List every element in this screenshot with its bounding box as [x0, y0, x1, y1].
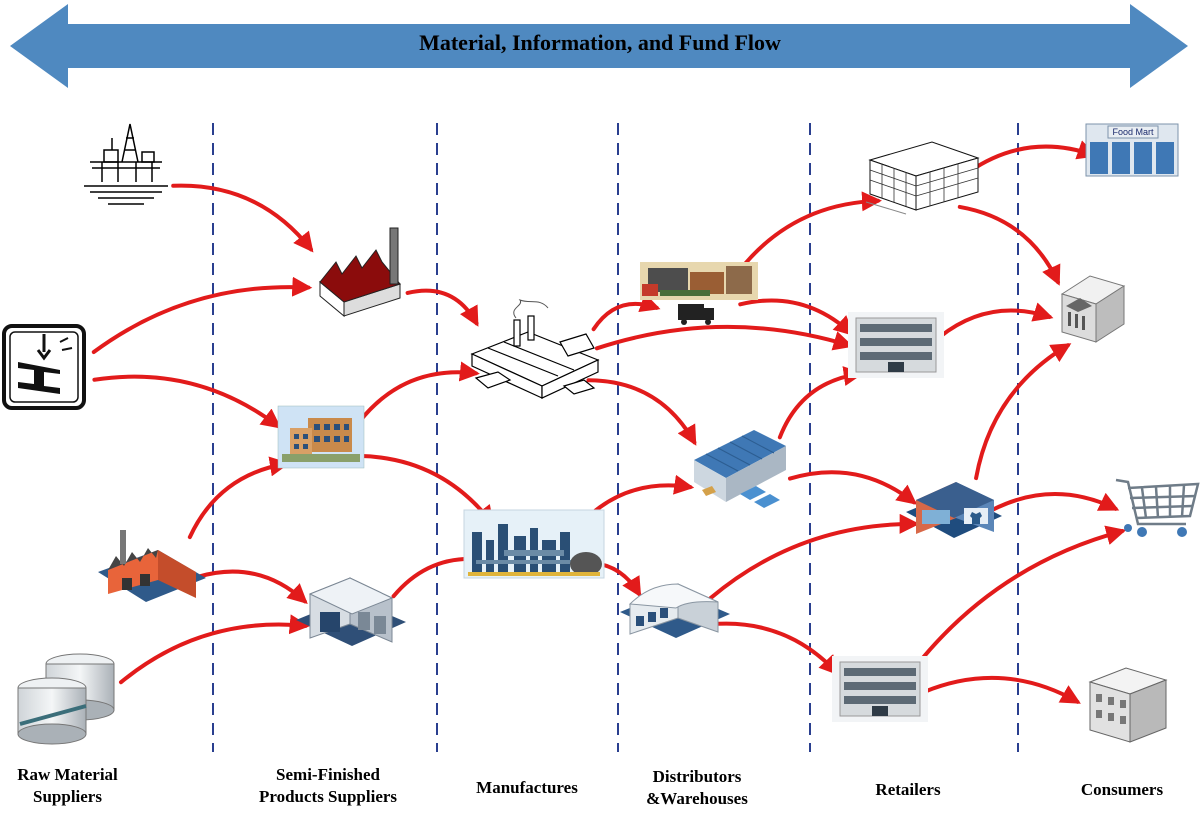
flow-arrow: [787, 470, 918, 505]
truck-depot-icon: [640, 262, 758, 325]
flow-arrow: [738, 298, 855, 337]
flow-arrow: [967, 140, 1098, 174]
office-building-icon: [277, 405, 365, 469]
flow-arrow: [957, 204, 1061, 286]
stage-label-line: Distributors: [652, 767, 742, 786]
apartment-icon: [1088, 667, 1168, 743]
flow-banner-arrow: [10, 4, 1188, 88]
flow-arrows: [91, 140, 1127, 704]
flow-arrow: [92, 374, 282, 429]
flow-arrow: [196, 569, 308, 605]
stage-label-semi: Semi-Finished Products Suppliers: [228, 764, 428, 808]
stage-label-dist: Distributors &Warehouses: [622, 766, 772, 810]
flow-arrow: [777, 366, 864, 440]
distribution-center-icon: [620, 583, 730, 638]
flow-arrow: [586, 378, 697, 446]
flow-arrow: [937, 302, 1054, 340]
store-front-icon: Food Mart: [1085, 123, 1179, 177]
office-building-icon: [848, 312, 944, 378]
stage-label-line: Consumers: [1080, 780, 1164, 799]
stage-label-retail: Retailers: [838, 779, 978, 801]
department-store-icon: [865, 141, 980, 215]
refinery-icon: [463, 509, 605, 579]
factory-icon: [318, 227, 402, 318]
banner-title: Material, Information, and Fund Flow: [419, 30, 781, 55]
office-building-icon: [832, 656, 928, 722]
flow-arrow: [734, 191, 882, 276]
flow-arrow: [990, 492, 1120, 512]
warehouse-icon: [296, 577, 406, 646]
flow-arrow: [187, 456, 290, 540]
flow-arrow: [591, 293, 661, 332]
flow-arrow: [708, 513, 920, 601]
stage-label-line: Retailers: [875, 780, 941, 799]
flow-arrow: [405, 288, 479, 327]
flow-arrow: [91, 276, 313, 355]
shopping-cart-icon: [1115, 478, 1200, 537]
stage-label-manu: Manufactures: [452, 777, 602, 799]
steel-beam-icon: [2, 324, 86, 410]
stage-label-line: Manufactures: [476, 778, 578, 797]
flow-arrow: [915, 525, 1127, 667]
industrial-plant-icon: [470, 298, 600, 399]
flow-arrow: [118, 614, 310, 685]
flow-arrow: [357, 361, 480, 423]
bank-icon: [1060, 275, 1126, 343]
stage-label-line: Suppliers: [33, 787, 102, 806]
flow-arrow: [974, 343, 1072, 481]
warehouse-icon: [694, 430, 786, 508]
shop-icon: [906, 482, 1002, 538]
flow-arrow: [356, 453, 495, 526]
stage-label-line: &Warehouses: [646, 789, 748, 808]
stage-label-cons: Consumers: [1052, 779, 1192, 801]
stage-label-raw: Raw Material Suppliers: [0, 764, 135, 808]
factory-icon: [98, 530, 206, 602]
stage-label-line: Semi-Finished: [276, 765, 380, 784]
stage-label-line: Products Suppliers: [258, 787, 398, 806]
flow-arrow: [922, 675, 1081, 704]
storage-tank-icon: [17, 653, 115, 745]
flow-arrow: [708, 621, 840, 676]
stage-label-line: Raw Material: [17, 765, 118, 784]
food-mart-sign: Food Mart: [1112, 127, 1154, 137]
flow-arrow: [171, 183, 314, 253]
flow-arrow: [594, 324, 854, 351]
oil-rig-icon: [84, 123, 168, 205]
